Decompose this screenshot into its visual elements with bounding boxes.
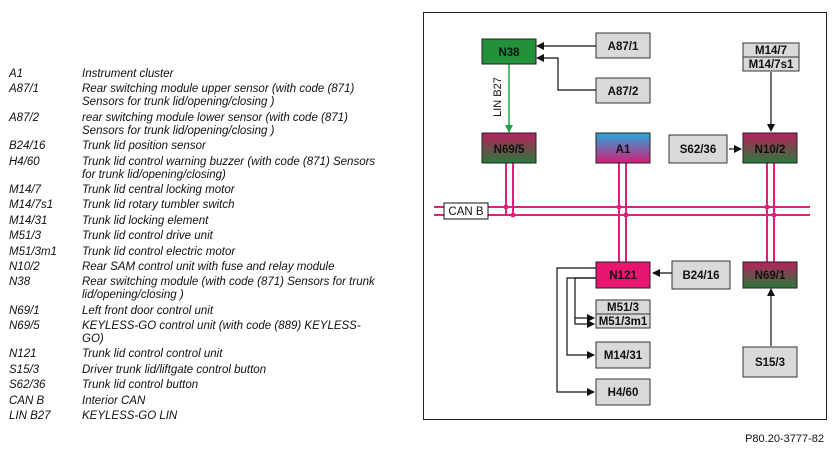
legend-row: N69/5 KEYLESS-GO control unit (with code …: [9, 320, 399, 346]
legend-description: Rear SAM control unit with fuse and rela…: [82, 260, 335, 273]
legend-row: S62/36 Trunk lid control button: [9, 379, 399, 392]
legend-description: Trunk lid control button: [82, 379, 199, 392]
legend-row: B24/16 Trunk lid position sensor: [9, 140, 399, 153]
block-a1-label: A1: [616, 144, 631, 156]
legend-row: A87/1 Rear switching module upper sensor …: [9, 83, 399, 109]
legend-code: N69/5: [9, 320, 40, 333]
can-bus-junctions: [503, 204, 777, 218]
legend-description: Trunk lid position sensor: [82, 140, 206, 153]
legend-row: M51/3 Trunk lid control drive unit: [9, 230, 399, 243]
legend-code: B24/16: [9, 140, 46, 153]
legend-row: LIN B27 KEYLESS-GO LIN: [9, 410, 399, 423]
block-m14-31: M14/31: [595, 341, 651, 369]
block-a87-1: A87/1: [595, 32, 651, 59]
block-m14-7: M14/7 M14/7s1: [742, 42, 800, 72]
legend-code: A87/2: [9, 111, 40, 124]
legend-code: N69/1: [9, 304, 40, 317]
block-s62-36: S62/36: [668, 134, 728, 164]
legend-description: Trunk lid control electric motor: [82, 245, 236, 258]
legend-row: N121 Trunk lid control control unit: [9, 348, 399, 361]
legend-row: A1 Instrument cluster: [9, 68, 399, 81]
can-bus-drops: [505, 163, 775, 262]
block-n121-label: N121: [609, 270, 637, 282]
legend-description: rear switching module lower sensor (with…: [82, 111, 348, 137]
block-b24-16: B24/16: [671, 260, 731, 290]
legend-code: M14/7s1: [9, 199, 54, 212]
signal-arrows: [536, 42, 775, 396]
legend-row: CAN B Interior CAN: [9, 395, 399, 408]
block-s62-36-label: S62/36: [680, 144, 716, 156]
figure-id: P80.20-3777-82: [745, 433, 824, 445]
block-n10-2-label: N10/2: [755, 144, 786, 156]
legend-code: A1: [9, 68, 24, 80]
legend-code: CAN B: [9, 394, 45, 407]
legend-description: Trunk lid control drive unit: [82, 230, 213, 243]
legend-row: N38 Rear switching module (with code (871…: [9, 276, 399, 302]
legend-description: Interior CAN: [82, 394, 146, 407]
block-n38: N38: [481, 38, 537, 65]
legend-code: N38: [9, 276, 31, 289]
legend-row: N69/1 Left front door control unit: [9, 305, 399, 318]
block-b24-16-label: B24/16: [682, 270, 719, 282]
block-n121: N121: [595, 261, 651, 289]
block-n69-5: N69/5: [481, 132, 537, 164]
block-m14-7s1-label: M14/7s1: [749, 59, 794, 71]
lin-bus-label: LIN B27: [492, 77, 504, 117]
legend-description: Instrument cluster: [82, 68, 174, 80]
legend-row: N10/2 Rear SAM control unit with fuse and…: [9, 261, 399, 274]
block-a1: A1: [595, 132, 651, 164]
block-h4-60: H4/60: [595, 378, 651, 406]
legend-description: Trunk lid rotary tumbler switch: [82, 199, 235, 212]
legend-description: Left front door control unit: [82, 304, 214, 317]
legend-code: M14/7: [9, 183, 41, 196]
wiring-diagram: CAN B LIN B27 N38 A87/1 A87/2 M14/7 M14/…: [434, 32, 810, 406]
can-bus-label: CAN B: [448, 206, 483, 218]
legend-row: M51/3m1 Trunk lid control electric motor: [9, 246, 399, 259]
legend-row: M14/31 Trunk lid locking element: [9, 215, 399, 228]
can-bus-label-box: [443, 202, 489, 220]
legend-row: A87/2 rear switching module lower sensor …: [9, 112, 399, 138]
legend-description: Trunk lid control warning buzzer (with c…: [82, 155, 376, 181]
block-m51-3-label: M51/3: [607, 302, 639, 314]
block-m14-31-label: M14/31: [604, 350, 643, 362]
legend-code: N121: [9, 348, 37, 361]
legend-code: S62/36: [9, 379, 46, 392]
block-s15-3-label: S15/3: [755, 357, 785, 369]
block-n38-label: N38: [498, 47, 520, 59]
legend-description: Trunk lid control control unit: [82, 348, 223, 361]
legend-row: H4/60 Trunk lid control warning buzzer (w…: [9, 156, 399, 182]
legend-description: Trunk lid central locking motor: [82, 183, 235, 196]
block-n69-1: N69/1: [742, 261, 798, 289]
legend-description: KEYLESS-GO LIN: [82, 410, 178, 423]
legend-description: Rear switching module (with code (871) S…: [82, 276, 375, 302]
legend-code: M14/31: [9, 214, 48, 227]
legend-description: Trunk lid locking element: [82, 214, 209, 227]
block-a87-2: A87/2: [595, 77, 651, 104]
block-m51-3m1-label: M51/3m1: [599, 316, 648, 328]
block-s15-3: S15/3: [742, 346, 798, 378]
legend-code: M51/3: [9, 230, 41, 243]
block-m14-7-label: M14/7: [755, 45, 787, 57]
block-n69-1-label: N69/1: [755, 270, 786, 282]
legend-description: Driver trunk lid/liftgate control button: [82, 363, 267, 376]
legend-code: A87/1: [9, 83, 40, 96]
legend-description: Rear switching module upper sensor (with…: [82, 83, 355, 109]
block-a87-1-label: A87/1: [608, 41, 639, 53]
block-h4-60-label: H4/60: [608, 387, 639, 399]
block-m51-3: M51/3 M51/3m1: [595, 299, 651, 329]
legend-row: M14/7s1 Trunk lid rotary tumbler switch: [9, 199, 399, 212]
legend-code: M51/3m1: [9, 245, 57, 258]
legend-code: LIN B27: [9, 410, 51, 423]
legend-row: S15/3 Driver trunk lid/liftgate control b…: [9, 364, 399, 377]
legend-row: M14/7 Trunk lid central locking motor: [9, 184, 399, 197]
diagram-frame: CAN B LIN B27 N38 A87/1 A87/2 M14/7 M14/…: [423, 12, 827, 420]
block-n10-2: N10/2: [742, 132, 798, 164]
block-a87-2-label: A87/2: [608, 86, 639, 98]
legend-code: S15/3: [9, 363, 40, 376]
legend-code: H4/60: [9, 155, 40, 168]
block-n69-5-label: N69/5: [494, 144, 525, 156]
legend-description: KEYLESS-GO control unit (with code (889)…: [82, 320, 361, 346]
legend-code: N10/2: [9, 260, 40, 273]
